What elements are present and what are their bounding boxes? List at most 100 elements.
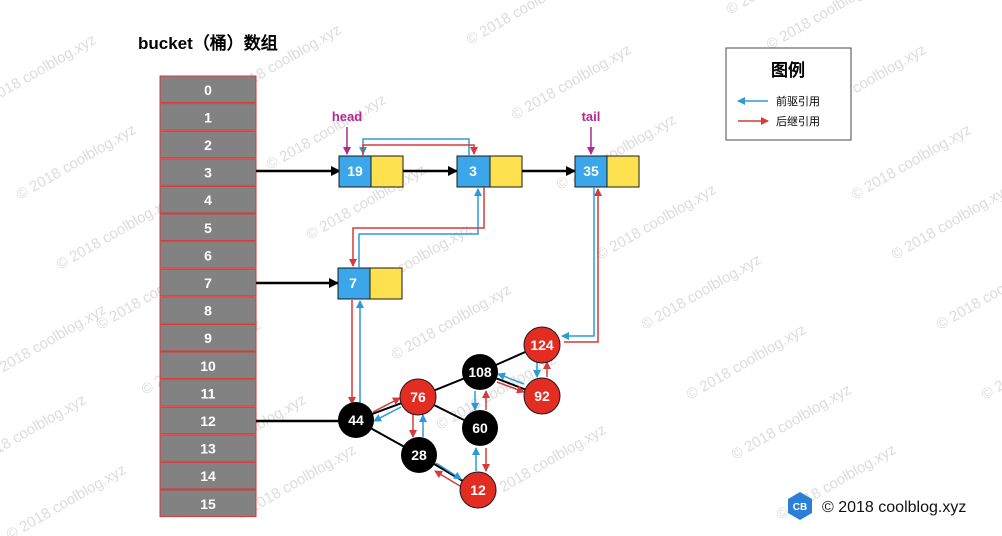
watermark-text: © 2018 coolblog.xyz <box>14 121 140 203</box>
watermark-text: © 2018 coolblog.xyz <box>639 251 765 333</box>
watermark-text: © 2018 coolblog.xyz <box>4 461 130 536</box>
bucket-index-label: 12 <box>200 413 216 429</box>
tree-references <box>372 361 551 487</box>
tree-node-60: 60 <box>462 410 498 446</box>
watermark-text: © 2018 coolblog.xyz <box>484 421 610 503</box>
list-next-ref-3-7 <box>349 187 485 267</box>
bucket-index-label: 6 <box>204 247 212 263</box>
list-node-35-key: 35 <box>583 163 599 179</box>
bucket-cell-0 <box>159 75 257 104</box>
tail-label: tail <box>582 109 601 124</box>
list-prev-3-19 <box>359 138 470 156</box>
watermark-text: © 2018 coolblog.xyz <box>0 31 99 113</box>
head-label: head <box>332 109 362 124</box>
watermark-text: © 2018 coolblog.xyz <box>464 0 590 48</box>
list-node-3-key: 3 <box>469 163 477 179</box>
cb-logo-text: CB <box>793 502 807 513</box>
bucket-cell-4 <box>159 185 257 214</box>
legend-prev-label: 前驱引用 <box>776 94 820 108</box>
tree-node-28: 28 <box>401 437 437 473</box>
bucket-cell-3 <box>159 158 257 186</box>
bucket-index-label: 14 <box>200 468 216 484</box>
bucket-index-label: 15 <box>200 496 216 512</box>
list-node-19: 19 <box>338 155 404 188</box>
bucket-index-label: 13 <box>200 441 216 457</box>
tree-node-76: 76 <box>399 378 437 416</box>
bucket-index-label: 7 <box>204 275 212 291</box>
tree-node-108-key: 108 <box>468 364 492 380</box>
bucket-index-label: 0 <box>204 82 212 98</box>
watermark-text: © 2018 coolblog.xyz <box>934 251 1002 333</box>
bucket-cell-11 <box>159 379 257 407</box>
watermark-text: © 2018 coolblog.xyz <box>889 181 1002 263</box>
bucket-cell-8 <box>159 296 257 324</box>
watermark-text: © 2018 coolblog.xyz <box>849 121 975 203</box>
list-prev-35-124 <box>561 187 595 340</box>
bucket-index-label: 1 <box>204 109 212 125</box>
tree-node-92-key: 92 <box>534 388 550 404</box>
tree-node-108: 108 <box>462 354 498 390</box>
watermark-text: © 2018 coolblog.xyz <box>684 321 810 403</box>
list-prev-7-3 <box>358 188 482 268</box>
tree-next-44-76 <box>372 397 401 413</box>
bucket-cell-13 <box>159 434 257 462</box>
bucket-cell-9 <box>159 323 257 352</box>
list-node-7: 7 <box>337 267 403 300</box>
legend-box <box>725 47 852 141</box>
tree-next-28-12 <box>434 470 461 487</box>
copyright: CB © 2018 coolblog.xyz <box>788 492 966 520</box>
copyright-text: © 2018 coolblog.xyz <box>822 499 966 516</box>
tree-node-44: 44 <box>338 402 374 438</box>
bucket-cell-5 <box>159 213 257 242</box>
tree-node-44-key: 44 <box>348 412 364 428</box>
tree-node-124-key: 124 <box>530 337 554 353</box>
watermark-text: © 2018 coolblog.xyz <box>729 381 855 463</box>
bucket-title: bucket（桶）数组 <box>138 33 278 53</box>
bucket-index-label: 2 <box>204 137 212 153</box>
bucket-index-label: 3 <box>204 165 212 181</box>
legend-next-label: 后继引用 <box>776 114 820 128</box>
tree-node-124: 124 <box>523 326 561 364</box>
bucket-cell-1 <box>159 103 257 131</box>
watermark-text: © 2018 coolblog.xyz <box>389 281 515 363</box>
tree-node-12-key: 12 <box>470 482 486 498</box>
bucket-cell-2 <box>159 130 257 159</box>
bucket-index-label: 11 <box>201 385 216 401</box>
bucket-index-label: 9 <box>204 330 212 346</box>
watermark-text: © 2018 coolblog.xyz <box>509 41 635 123</box>
bucket-cell-6 <box>159 241 257 269</box>
bucket-index-label: 10 <box>200 358 216 374</box>
tree-node-28-key: 28 <box>411 447 427 463</box>
bucket-index-label: 8 <box>204 303 212 319</box>
legend: 图例 前驱引用 后继引用 <box>725 47 852 141</box>
bucket-cell-14 <box>159 461 257 490</box>
legend-title: 图例 <box>771 60 805 80</box>
bucket-cell-10 <box>159 351 257 380</box>
list-node-7-key: 7 <box>349 275 357 291</box>
bucket-cell-15 <box>159 489 257 518</box>
watermark-text: © 2018 coolblog.xyz <box>764 0 890 53</box>
tree-node-60-key: 60 <box>472 420 488 436</box>
list-next-ref-19-3 <box>362 144 478 156</box>
tree-node-92: 92 <box>523 377 561 415</box>
bucket-index-label: 5 <box>204 220 212 236</box>
list-node-19-key: 19 <box>347 163 363 179</box>
tree-prev-76-44 <box>373 406 402 422</box>
bucket-index-label: 4 <box>204 192 212 208</box>
watermark-text: © 2018 coolblog.xyz <box>979 321 1002 403</box>
watermark-text: © 2018 coolblog.xyz <box>594 181 720 263</box>
tree-prev-92-108 <box>497 372 525 385</box>
watermark-text: © 2018 coolblog.xyz <box>0 301 109 383</box>
list-node-3: 3 <box>456 155 523 188</box>
tree-node-76-key: 76 <box>410 389 426 405</box>
list-next-ref-124-35 <box>564 188 602 343</box>
tree-prev-12-28 <box>435 462 462 480</box>
list-node-35: 35 <box>574 155 640 188</box>
tree-next-108-92 <box>496 381 525 394</box>
cb-logo-icon <box>788 492 812 520</box>
watermark-text: © 2018 coolblog.xyz <box>0 391 89 473</box>
tree-node-12: 12 <box>459 471 497 509</box>
